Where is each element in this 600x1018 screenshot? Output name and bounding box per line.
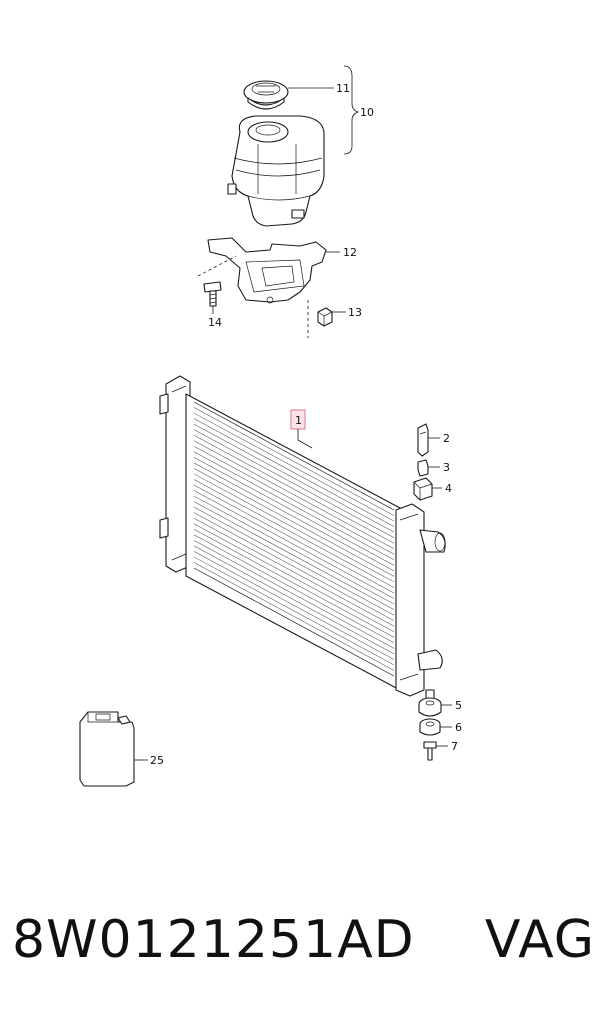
parts-diagram: 11 10 12 14 13 [79, 65, 462, 787]
radiator-fin-line [193, 434, 395, 544]
radiator-fin-line [193, 407, 395, 516]
callout-3: 3 [443, 461, 450, 474]
callout-25: 25 [150, 754, 164, 767]
radiator-fin-line [193, 462, 395, 572]
radiator-fin-line [193, 484, 395, 594]
callout-12: 12 [343, 246, 357, 259]
filler-cap-part[interactable] [243, 80, 289, 110]
radiator-fin-line [193, 457, 395, 566]
radiator-fin-line [193, 490, 395, 599]
radiator-fin-line [193, 562, 395, 671]
part-number: 8W0121251AD [12, 910, 415, 970]
radiator-fin-line [193, 540, 395, 649]
radiator-fin-line [193, 495, 395, 605]
nut-part[interactable] [317, 307, 333, 327]
callout-6: 6 [455, 721, 462, 734]
radiator-fin-line [193, 501, 395, 610]
callout-5: 5 [455, 699, 462, 712]
bolt-part[interactable] [203, 281, 222, 307]
radiator-fin-line [193, 451, 395, 561]
lower-bolt-part[interactable] [423, 741, 437, 761]
callout-7: 7 [451, 740, 458, 753]
expansion-tank-part[interactable] [227, 115, 325, 227]
radiator-fin-line [193, 468, 395, 577]
callout-11: 11 [336, 82, 350, 95]
upper-pin-part[interactable] [417, 423, 429, 457]
callout-10: 10 [360, 106, 374, 119]
radiator-fin-line [193, 512, 395, 621]
radiator-fin-line [193, 545, 395, 655]
radiator-fin-line [193, 506, 395, 616]
radiator-fin-line [193, 523, 395, 632]
radiator-fin-line [193, 473, 395, 583]
brand-name: VAG [484, 910, 596, 970]
radiator-fin-line [193, 412, 395, 522]
radiator-part[interactable] [159, 375, 446, 701]
callout-2: 2 [443, 432, 450, 445]
coolant-container-part[interactable] [79, 711, 135, 787]
callout-4: 4 [445, 482, 452, 495]
callout-14: 14 [208, 316, 222, 329]
radiator-fin-line [193, 534, 395, 644]
radiator-fin-line [193, 423, 395, 533]
radiator-fin-line [193, 517, 395, 627]
radiator-fin-line [193, 429, 395, 538]
lower-mount-part[interactable] [419, 718, 441, 736]
radiator-fin-line [193, 418, 395, 527]
radiator-fin-line [193, 440, 395, 549]
small-bush-part[interactable] [417, 459, 429, 477]
radiator-fin-line [193, 556, 395, 666]
radiator-fin-line [193, 529, 395, 638]
radiator-fin-line [193, 479, 395, 588]
callout-1[interactable]: 1 [295, 414, 302, 427]
radiator-fins [193, 407, 395, 671]
lower-grommet-part[interactable] [418, 697, 442, 717]
upper-mount-part[interactable] [413, 477, 433, 501]
part-caption: 8W0121251AD VAG [0, 900, 600, 980]
radiator-fin-line [193, 446, 395, 555]
radiator-fin-line [193, 551, 395, 660]
tank-bracket-part[interactable] [207, 237, 327, 304]
callout-13: 13 [348, 306, 362, 319]
